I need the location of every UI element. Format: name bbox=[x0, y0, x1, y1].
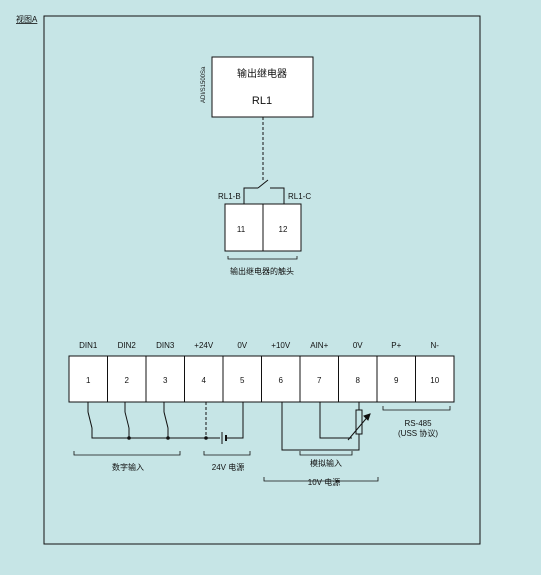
battery-0v-lead bbox=[226, 402, 244, 439]
relay-terminal-12 bbox=[262, 203, 302, 252]
relay-box bbox=[211, 56, 314, 118]
terminal-10 bbox=[415, 355, 455, 403]
supply-10v-caption: 10V 电源 bbox=[308, 477, 340, 487]
din2-switch-blade bbox=[124, 411, 130, 429]
terminal-9 bbox=[376, 355, 416, 403]
terminal-4-label: +24V bbox=[194, 341, 214, 350]
contact-right-lead bbox=[270, 187, 285, 204]
view-label: 视图A bbox=[16, 14, 38, 24]
rs485-brace bbox=[382, 406, 451, 411]
relay-contacts-brace bbox=[227, 256, 298, 260]
plus10v-lead bbox=[281, 402, 360, 451]
contact-blade bbox=[257, 179, 269, 189]
terminal-7-number: 7 bbox=[317, 376, 322, 385]
terminal-4 bbox=[184, 355, 224, 403]
relay-terminal-12-number: 12 bbox=[279, 225, 288, 234]
terminal-2 bbox=[107, 355, 147, 403]
relay-title: 输出继电器 bbox=[237, 67, 287, 80]
terminal-5 bbox=[222, 355, 262, 403]
potentiometer-body bbox=[355, 409, 363, 435]
relay-side-code: ADI/S1500Sa bbox=[201, 66, 207, 103]
terminal-4-number: 4 bbox=[202, 376, 207, 385]
relay-contacts-caption: 输出继电器的触头 bbox=[230, 266, 294, 276]
relay-contact bbox=[243, 179, 285, 204]
digital-inputs-caption: 数字输入 bbox=[112, 462, 144, 472]
supply-10v-brace bbox=[263, 477, 379, 482]
analog-input-caption: 模拟输入 bbox=[310, 458, 342, 468]
terminal-7-label: AIN+ bbox=[310, 341, 328, 350]
terminal-strip: 1 DIN1 2 DIN2 3 DIN3 4 +24V 5 0V 6 +10V 7 AIN+ 8 0V 9 P+ 1… bbox=[68, 341, 455, 403]
din1-switch-blade bbox=[87, 411, 93, 429]
terminal-9-number: 9 bbox=[394, 376, 399, 385]
terminal-6-number: 6 bbox=[279, 376, 284, 385]
relay-block: 输出继电器 RL1 ADI/S1500Sa bbox=[201, 56, 314, 118]
analog-input-circuit bbox=[281, 402, 371, 451]
contact-left-lead bbox=[243, 187, 258, 204]
relay-name: RL1 bbox=[252, 95, 272, 107]
junction-dot-din2 bbox=[127, 436, 131, 440]
analog-input-brace bbox=[299, 451, 353, 456]
terminal-3-label: DIN3 bbox=[156, 341, 175, 350]
terminal-2-label: DIN2 bbox=[118, 341, 137, 350]
junction-dots bbox=[127, 436, 208, 440]
rs485-caption-line1: RS-485 bbox=[404, 419, 432, 428]
outer-frame bbox=[43, 15, 481, 545]
din3-switch-blade bbox=[163, 411, 169, 429]
terminal-8 bbox=[338, 355, 378, 403]
digital-input-switches bbox=[87, 402, 220, 439]
supply-24v-caption: 24V 电源 bbox=[212, 462, 244, 472]
terminal-9-label: P+ bbox=[391, 341, 401, 350]
digital-inputs-brace bbox=[73, 451, 181, 456]
contact-right-label: RL1-C bbox=[288, 192, 311, 201]
junction-dot-24v bbox=[204, 436, 208, 440]
digital-common-line bbox=[91, 428, 220, 439]
ain-lead bbox=[319, 402, 352, 439]
terminal-6-label: +10V bbox=[271, 341, 291, 350]
terminal-1-label: DIN1 bbox=[79, 341, 98, 350]
contact-left-label: RL1-B bbox=[218, 192, 241, 201]
terminal-10-number: 10 bbox=[430, 376, 439, 385]
supply-24v-brace bbox=[203, 451, 251, 456]
terminal-8-number: 8 bbox=[356, 376, 361, 385]
terminal-3-number: 3 bbox=[163, 376, 168, 385]
potentiometer-wiper-arrow bbox=[363, 413, 371, 421]
terminal-1-number: 1 bbox=[86, 376, 91, 385]
junction-dot-din3 bbox=[166, 436, 170, 440]
relay-terminal-11-number: 11 bbox=[237, 225, 246, 234]
battery-24v-symbol bbox=[221, 402, 244, 444]
terminal-5-label: 0V bbox=[237, 341, 247, 350]
terminal-7 bbox=[299, 355, 339, 403]
terminal-6 bbox=[261, 355, 301, 403]
terminal-10-label: N- bbox=[431, 341, 440, 350]
terminal-2-number: 2 bbox=[125, 376, 130, 385]
terminal-8-label: 0V bbox=[353, 341, 363, 350]
rs485-caption-line2: (USS 协议) bbox=[398, 428, 438, 438]
terminal-1 bbox=[68, 355, 108, 403]
terminal-5-number: 5 bbox=[240, 376, 245, 385]
